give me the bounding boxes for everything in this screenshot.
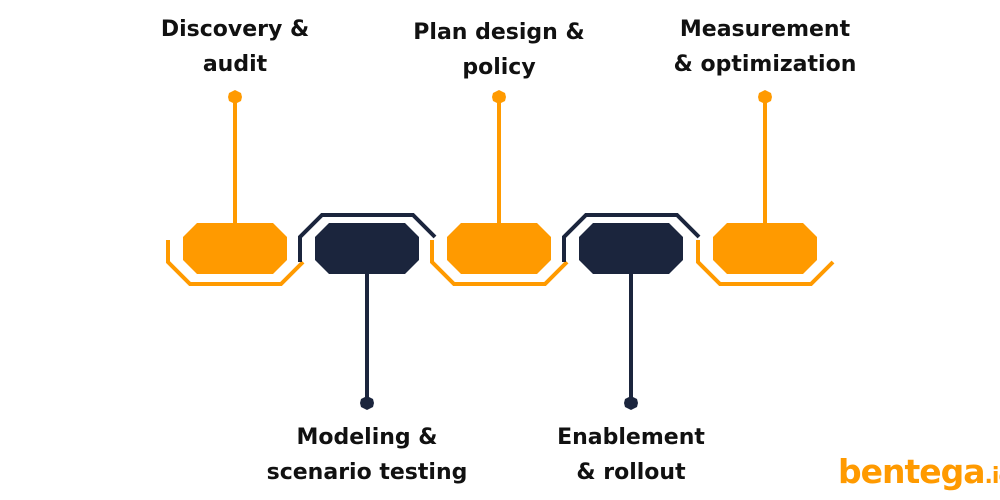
step-label-line: scenario testing — [266, 460, 468, 485]
step-octagon — [315, 223, 419, 274]
step-label-line: policy — [462, 55, 536, 80]
step-label: Plan design & policy — [389, 15, 609, 85]
step-label-line: Measurement — [679, 17, 851, 42]
step-label-line: audit — [202, 52, 268, 77]
step-label-line: Enablement — [557, 425, 705, 450]
step-label-line: Plan design & — [413, 20, 585, 45]
step-label-line: Discovery & — [160, 17, 310, 42]
connector-dot — [228, 90, 242, 104]
step-octagon — [447, 223, 551, 274]
step-octagon — [183, 223, 287, 274]
step-label: Modeling & scenario testing — [257, 420, 477, 490]
connector-dot — [758, 90, 772, 104]
step-label: Enablement & rollout — [521, 420, 741, 490]
bentega-logo: bentega.io — [838, 452, 1000, 491]
connector-dot — [492, 90, 506, 104]
step-label-line: Modeling & — [296, 425, 438, 450]
bracket-bottom — [166, 240, 305, 286]
bracket-bottom — [430, 240, 569, 286]
bracket-top — [562, 213, 701, 262]
step-label: Discovery & audit — [125, 12, 345, 82]
connector-dot — [624, 396, 638, 410]
step-label-line: & optimization — [673, 52, 857, 77]
step-label-line: & rollout — [576, 460, 686, 485]
step-octagon — [579, 223, 683, 274]
step-octagon — [713, 223, 817, 274]
step-label: Measurement & optimization — [655, 12, 875, 82]
bracket-top — [298, 213, 437, 262]
connector-dot — [360, 396, 374, 410]
bracket-bottom — [696, 240, 835, 286]
